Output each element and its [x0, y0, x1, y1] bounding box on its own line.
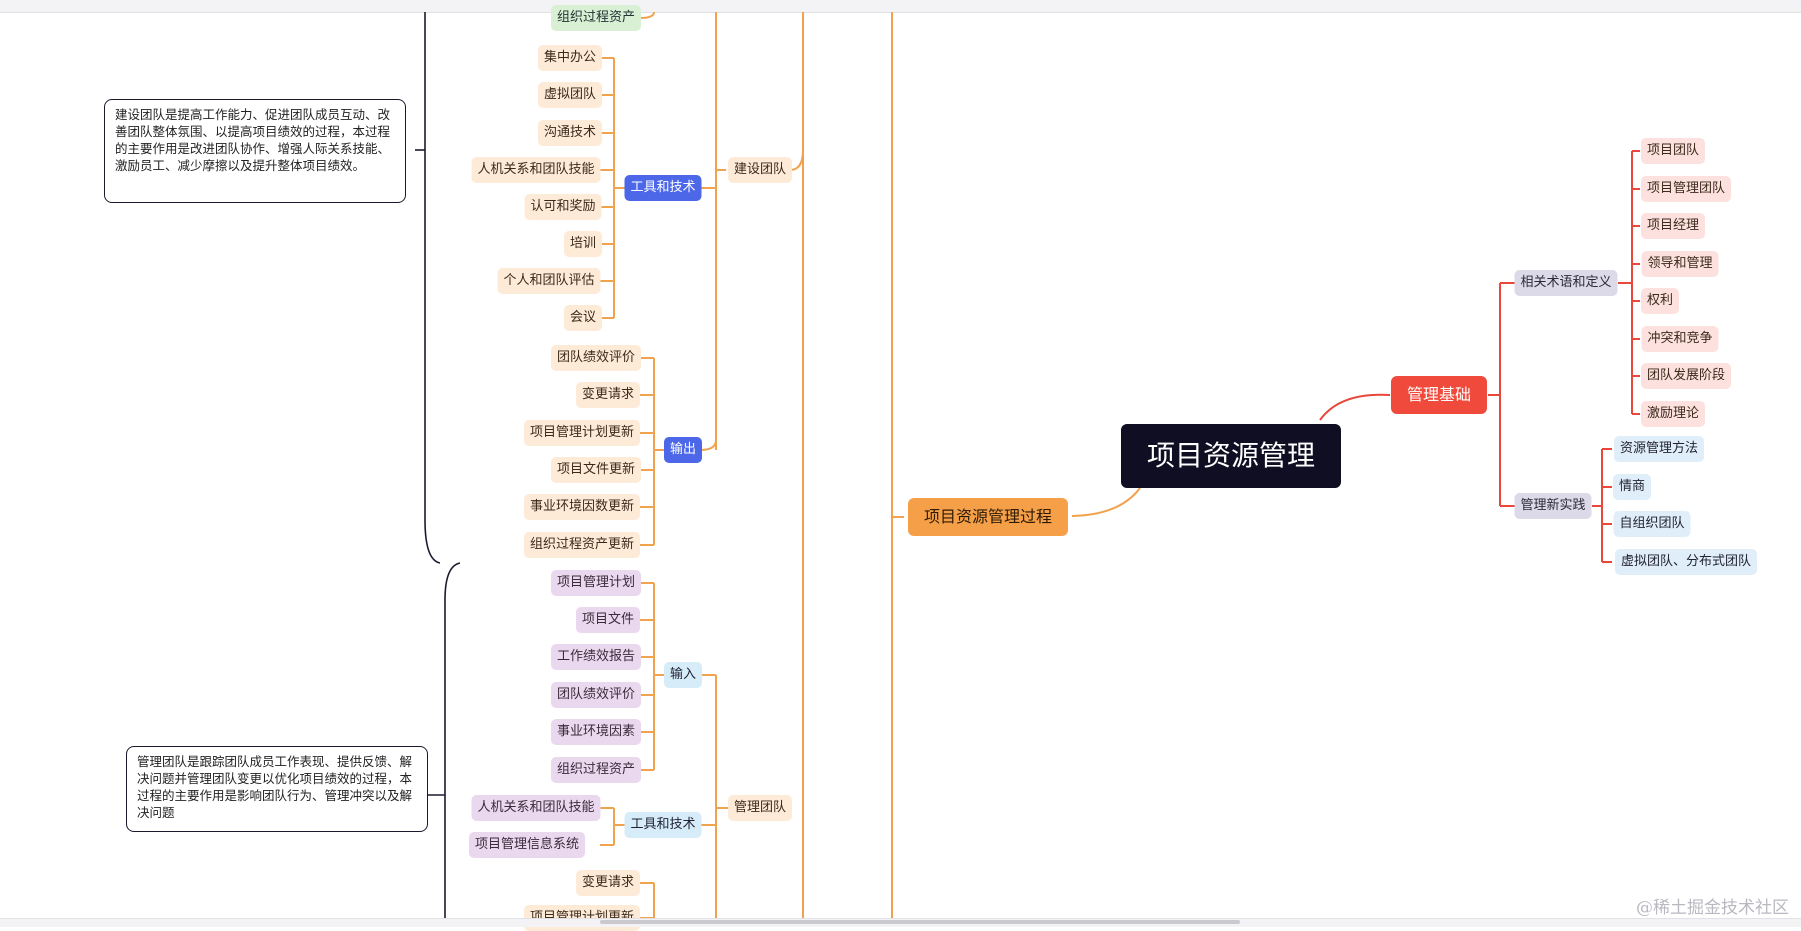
build-output-item[interactable]: 变更请求 — [575, 382, 641, 408]
term-item[interactable]: 项目管理团队 — [1640, 176, 1732, 202]
practice-item[interactable]: 自组织团队 — [1613, 511, 1691, 537]
red-connectors — [1319, 150, 1640, 563]
manage-team-note[interactable]: 管理团队是跟踪团队成员工作表现、提供反馈、解决问题并管理团队变更以优化项目绩效的… — [126, 746, 428, 832]
term-item[interactable]: 项目经理 — [1640, 213, 1706, 239]
build-tool-item[interactable]: 人机关系和团队技能 — [471, 157, 601, 183]
build-output-item[interactable]: 组织过程资产更新 — [523, 532, 641, 558]
build-output-item[interactable]: 团队绩效评价 — [550, 345, 642, 371]
build-tool-item[interactable]: 沟通技术 — [537, 120, 603, 146]
manage-input-item[interactable]: 项目管理计划 — [550, 570, 642, 596]
build-tools-node[interactable]: 工具和技术 — [624, 175, 702, 201]
build-tool-item[interactable]: 培训 — [563, 231, 603, 257]
build-output-item[interactable]: 事业环境因数更新 — [523, 494, 641, 520]
top-scroll-edge — [0, 0, 1801, 13]
root-node[interactable]: 项目资源管理 — [1120, 424, 1342, 488]
practice-item[interactable]: 情商 — [1612, 474, 1652, 500]
manage-input-node[interactable]: 输入 — [663, 662, 703, 688]
build-tool-item[interactable]: 集中办公 — [537, 45, 603, 71]
build-team-note[interactable]: 建设团队是提高工作能力、促进团队成员互动、改善团队整体氛围、以提高项目绩效的过程… — [104, 99, 406, 203]
process-branch-node[interactable]: 项目资源管理过程 — [907, 498, 1069, 536]
practice-item[interactable]: 虚拟团队、分布式团队 — [1614, 549, 1758, 575]
basics-branch-node[interactable]: 管理基础 — [1390, 376, 1488, 414]
manage-tool-item[interactable]: 人机关系和团队技能 — [471, 795, 601, 821]
horizontal-scrollbar[interactable] — [600, 920, 1240, 924]
manage-output-item[interactable]: 变更请求 — [575, 870, 641, 896]
practice-node[interactable]: 管理新实践 — [1514, 493, 1592, 519]
term-item[interactable]: 领导和管理 — [1641, 251, 1719, 277]
term-item[interactable]: 团队发展阶段 — [1640, 363, 1732, 389]
build-team-node[interactable]: 建设团队 — [727, 157, 793, 183]
note-brackets — [415, 11, 461, 918]
manage-team-node[interactable]: 管理团队 — [727, 795, 793, 821]
build-output-node[interactable]: 输出 — [663, 437, 703, 463]
term-item[interactable]: 冲突和竞争 — [1641, 326, 1719, 352]
build-output-item[interactable]: 项目管理计划更新 — [523, 420, 641, 446]
term-item[interactable]: 项目团队 — [1640, 138, 1706, 164]
build-tool-item[interactable]: 虚拟团队 — [537, 82, 603, 108]
build-tool-item[interactable]: 会议 — [563, 305, 603, 331]
manage-input-item[interactable]: 组织过程资产 — [550, 757, 642, 783]
manage-tools-node[interactable]: 工具和技术 — [624, 812, 702, 838]
terms-node[interactable]: 相关术语和定义 — [1514, 270, 1618, 296]
build-team-top-partial[interactable]: 组织过程资产 — [550, 5, 642, 31]
manage-tool-item[interactable]: 项目管理信息系统 — [468, 832, 586, 858]
manage-input-item[interactable]: 项目文件 — [575, 607, 641, 633]
practice-item[interactable]: 资源管理方法 — [1613, 436, 1705, 462]
term-item[interactable]: 权利 — [1640, 288, 1680, 314]
build-tool-item[interactable]: 认可和奖励 — [524, 194, 602, 220]
build-output-item[interactable]: 项目文件更新 — [550, 457, 642, 483]
watermark-text: @稀土掘金技术社区 — [1636, 898, 1789, 918]
manage-input-item[interactable]: 事业环境因素 — [550, 719, 642, 745]
manage-input-item[interactable]: 团队绩效评价 — [550, 682, 642, 708]
orange-connectors — [600, 11, 1141, 919]
build-tool-item[interactable]: 个人和团队评估 — [497, 268, 601, 294]
term-item[interactable]: 激励理论 — [1640, 401, 1706, 427]
manage-input-item[interactable]: 工作绩效报告 — [550, 644, 642, 670]
